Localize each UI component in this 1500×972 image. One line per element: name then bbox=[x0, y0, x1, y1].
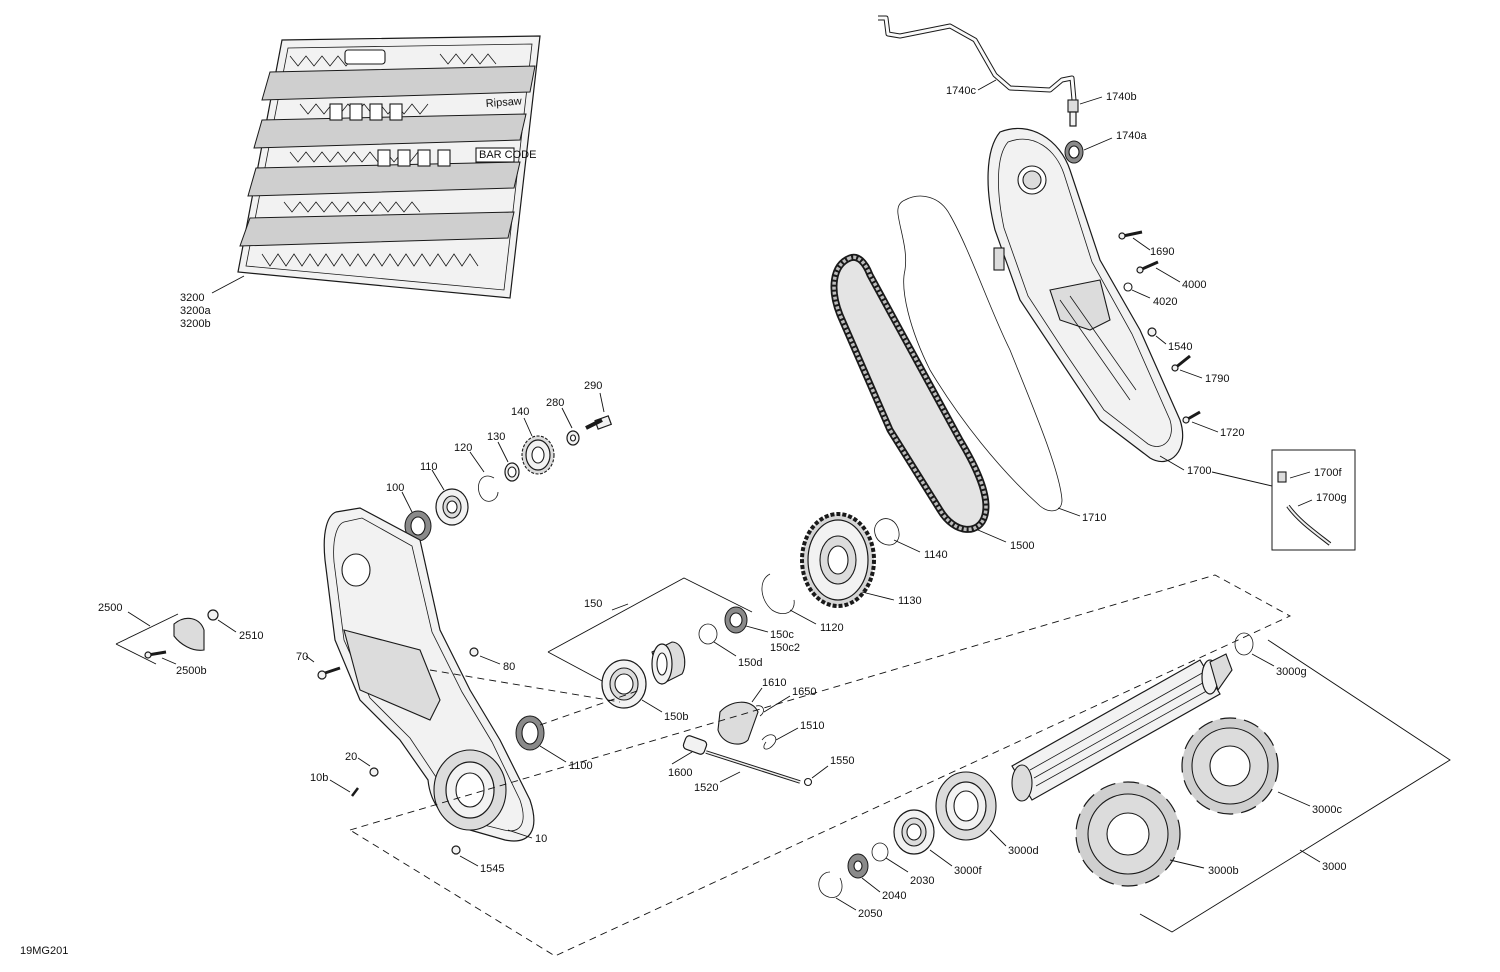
callout-2510: 2510 bbox=[239, 630, 263, 642]
callout-3200a: 3200a bbox=[180, 305, 211, 317]
callout-140: 140 bbox=[511, 406, 529, 418]
callout-70: 70 bbox=[296, 651, 308, 663]
callout-1610: 1610 bbox=[762, 677, 786, 689]
callout-10: 10 bbox=[535, 833, 547, 845]
callout-1720: 1720 bbox=[1220, 427, 1244, 439]
callout-1700g: 1700g bbox=[1316, 492, 1347, 504]
callout-2050: 2050 bbox=[858, 908, 882, 920]
bracket-2500-drawing bbox=[144, 609, 219, 659]
callout-1790: 1790 bbox=[1205, 373, 1229, 385]
callout-1140: 1140 bbox=[924, 549, 948, 561]
callout-120: 120 bbox=[454, 442, 472, 454]
diagram-reference-code: 19MG201 bbox=[20, 945, 68, 957]
callout-1500: 1500 bbox=[1010, 540, 1034, 552]
callout-1540: 1540 bbox=[1168, 341, 1192, 353]
callout-150c: 150c bbox=[770, 629, 794, 641]
callout-2040: 2040 bbox=[882, 890, 906, 902]
callout-1690: 1690 bbox=[1150, 246, 1174, 258]
upper-shaft-parts-drawing bbox=[404, 415, 613, 542]
callout-130: 130 bbox=[487, 431, 505, 443]
callout-3000f: 3000f bbox=[954, 865, 982, 877]
callout-1550: 1550 bbox=[830, 755, 854, 767]
cover-bolts-drawing bbox=[1118, 230, 1201, 424]
callout-1740b: 1740b bbox=[1106, 91, 1137, 103]
callout-1710: 1710 bbox=[1082, 512, 1106, 524]
drive-axle-drawing bbox=[818, 632, 1279, 898]
callout-1100: 1100 bbox=[569, 760, 593, 772]
callout-150b: 150b bbox=[664, 711, 688, 723]
track-barcode-label: BAR CODE bbox=[479, 149, 536, 161]
callout-3000c: 3000c bbox=[1312, 804, 1342, 816]
callout-1120: 1120 bbox=[820, 622, 844, 634]
chaincase-cover-drawing bbox=[987, 127, 1184, 463]
chain-drawing bbox=[830, 253, 990, 533]
callout-1700: 1700 bbox=[1187, 465, 1211, 477]
tensioner-drawing bbox=[682, 701, 813, 787]
callout-3000: 3000 bbox=[1322, 861, 1346, 873]
callout-3000g: 3000g bbox=[1276, 666, 1307, 678]
detail-box-1700 bbox=[1271, 449, 1356, 551]
inner-case-fasteners-drawing bbox=[317, 647, 479, 855]
callout-290: 290 bbox=[584, 380, 602, 392]
callout-3200b: 3200b bbox=[180, 318, 211, 330]
callout-110: 110 bbox=[420, 461, 438, 473]
callout-2030: 2030 bbox=[910, 875, 934, 887]
callout-1600: 1600 bbox=[668, 767, 692, 779]
callout-1545: 1545 bbox=[480, 863, 504, 875]
callout-1700f: 1700f bbox=[1314, 467, 1342, 479]
callout-3200: 3200 bbox=[180, 292, 204, 304]
callout-280: 280 bbox=[546, 397, 564, 409]
gasket-drawing bbox=[897, 195, 1063, 512]
track-brand-label: Ripsaw bbox=[485, 96, 522, 110]
callout-20: 20 bbox=[345, 751, 357, 763]
callout-2500: 2500 bbox=[98, 602, 122, 614]
track-drawing: Ripsaw BAR CODE bbox=[237, 35, 541, 299]
callout-1740c: 1740c bbox=[946, 85, 976, 97]
callout-100: 100 bbox=[386, 482, 404, 494]
callout-3000b: 3000b bbox=[1208, 865, 1239, 877]
callout-150d: 150d bbox=[738, 657, 762, 669]
callout-4000: 4000 bbox=[1182, 279, 1206, 291]
callout-4020: 4020 bbox=[1153, 296, 1177, 308]
callout-10b: 10b bbox=[310, 772, 328, 784]
callout-1130: 1130 bbox=[898, 595, 922, 607]
callout-80: 80 bbox=[503, 661, 515, 673]
callout-1510: 1510 bbox=[800, 720, 824, 732]
callout-3000d: 3000d bbox=[1008, 845, 1039, 857]
callout-150c2: 150c2 bbox=[770, 642, 800, 654]
callout-1520: 1520 bbox=[694, 782, 718, 794]
lower-sprocket-drawing bbox=[761, 512, 900, 614]
inner-chaincase-drawing bbox=[323, 507, 535, 842]
callout-150: 150 bbox=[584, 598, 602, 610]
callout-1740a: 1740a bbox=[1116, 130, 1147, 142]
callout-2500b: 2500b bbox=[176, 665, 207, 677]
callout-1650: 1650 bbox=[792, 686, 816, 698]
shaft-150-parts-drawing bbox=[601, 606, 748, 709]
vent-hose-drawing bbox=[878, 15, 1084, 164]
